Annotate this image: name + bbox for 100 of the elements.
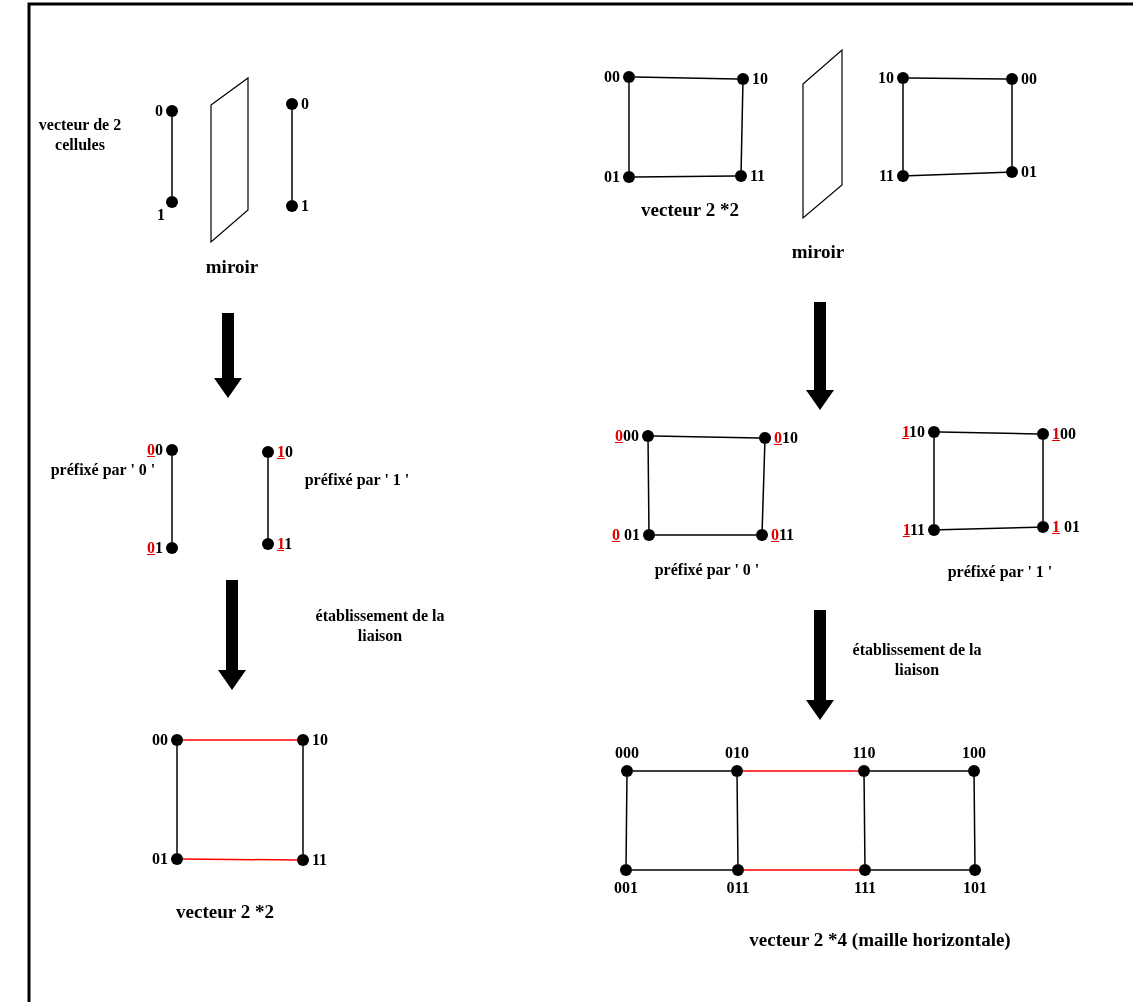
vertex-dot	[262, 446, 274, 458]
connector-line	[743, 869, 860, 871]
vertex-dot	[297, 854, 309, 866]
connector-line	[267, 457, 269, 539]
connector-line	[740, 84, 744, 171]
vertex-dot	[171, 734, 183, 746]
vertex-label: 0	[301, 95, 309, 113]
vertex-dot	[620, 864, 632, 876]
connector-line	[182, 739, 298, 741]
vertex-dot	[171, 853, 183, 865]
vertex-label: 00	[1021, 70, 1037, 88]
vertex-dot	[737, 73, 749, 85]
vertex-dot	[756, 529, 768, 541]
connector-line	[628, 82, 630, 172]
connector-line	[654, 534, 757, 536]
vertex-label: 11	[277, 535, 293, 553]
connector-line	[291, 109, 293, 201]
vertex-dot	[262, 538, 274, 550]
vertex-dot	[166, 196, 178, 208]
connector-line	[182, 858, 298, 861]
vertex-dot	[759, 432, 771, 444]
vertex-dot	[1006, 166, 1018, 178]
vertex-label: 10	[878, 69, 894, 87]
connector-line	[171, 116, 173, 197]
vertex-dot	[732, 864, 744, 876]
vertex-label: 1	[157, 206, 165, 224]
step-caption: établissement de la liaison	[314, 606, 446, 646]
vertex-label: 01	[604, 168, 620, 186]
connector-line	[176, 745, 178, 854]
vertex-dot	[897, 170, 909, 182]
connector-line	[1042, 439, 1044, 522]
vertex-dot	[928, 524, 940, 536]
vertex-dot	[642, 430, 654, 442]
connector-line	[908, 77, 1007, 80]
connector-line	[939, 526, 1038, 531]
connector-line	[761, 443, 766, 530]
vertex-label: 111	[853, 879, 877, 897]
connector-line	[939, 431, 1038, 435]
vertex-label: 110	[852, 744, 876, 762]
vertex-label: 1	[301, 197, 309, 215]
vector-caption: vecteur 2 *2	[640, 200, 740, 220]
prefix-caption: préfixé par ' 1 '	[303, 470, 411, 490]
vertex-label: 101	[963, 879, 987, 897]
mirror-caption: miroir	[204, 257, 260, 277]
vertex-label: 00	[604, 68, 620, 86]
vertex-label: 01	[147, 539, 163, 557]
vertex-label: 110	[901, 423, 925, 441]
prefix-caption: préfixé par ' 0 '	[653, 560, 761, 580]
vertex-dot	[859, 864, 871, 876]
vertex-dot	[928, 426, 940, 438]
connector-line	[634, 175, 736, 178]
vertex-label: 111	[902, 521, 925, 539]
connector-line	[171, 455, 173, 543]
vertex-label: 00	[147, 441, 163, 459]
vertex-label: 11	[750, 167, 766, 185]
connector-line	[647, 441, 650, 530]
vertex-dot	[166, 542, 178, 554]
connector-line	[632, 770, 732, 772]
connector-line	[631, 869, 733, 871]
prefix-caption: préfixé par ' 1 '	[946, 562, 1054, 582]
vertex-label: 000	[615, 744, 639, 762]
vertex-label: 11	[312, 851, 328, 869]
connector-line	[870, 869, 970, 871]
connector-line	[869, 770, 969, 772]
vertex-label: 010	[725, 744, 749, 762]
vertex-label: 10	[752, 70, 768, 88]
connector-line	[1011, 84, 1013, 167]
vertex-label: 100	[962, 744, 986, 762]
connector-line	[625, 776, 628, 865]
vertex-dot	[286, 200, 298, 212]
vertex-label: 0 01	[612, 526, 640, 544]
vertex-dot	[968, 765, 980, 777]
vertex-label: 01	[1021, 163, 1037, 181]
connector-line	[302, 745, 304, 855]
connector-line	[653, 435, 760, 439]
vertex-label: 01	[152, 850, 168, 868]
vertex-dot	[1037, 521, 1049, 533]
vertex-label: 10	[312, 731, 328, 749]
vertex-label: 11	[878, 167, 894, 185]
vertex-dot	[735, 170, 747, 182]
vertex-label: 1 01	[1052, 518, 1080, 536]
vertex-dot	[858, 765, 870, 777]
connector-line	[863, 776, 866, 865]
vector-caption: vecteur 2 *2	[175, 902, 275, 922]
vector-caption: vecteur 2 *4 (maille horizontale)	[748, 930, 1012, 950]
connector-line	[634, 76, 738, 80]
vertex-label: 10	[277, 443, 293, 461]
vertex-dot	[623, 171, 635, 183]
connector-line	[933, 437, 935, 525]
connector-line	[902, 83, 904, 171]
mirror-caption: miroir	[790, 242, 846, 262]
connector-line	[742, 770, 859, 772]
vertex-dot	[623, 71, 635, 83]
vertex-dot	[969, 864, 981, 876]
vertex-dot	[621, 765, 633, 777]
vertex-label: 00	[152, 731, 168, 749]
vertex-dot	[297, 734, 309, 746]
vertex-dot	[166, 444, 178, 456]
vertex-dot	[166, 105, 178, 117]
vertex-dot	[286, 98, 298, 110]
